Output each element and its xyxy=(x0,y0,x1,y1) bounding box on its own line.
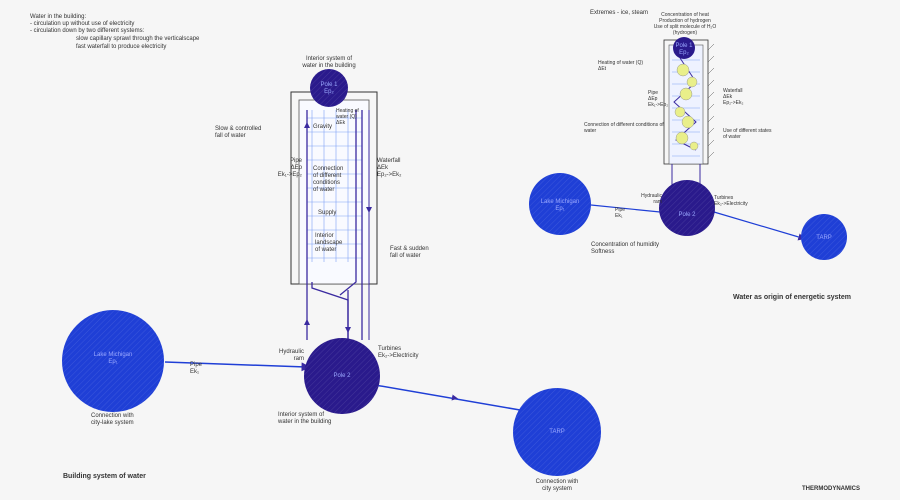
brand-footer: THERMODYNAMICS xyxy=(802,486,860,492)
label-slow-fall: Slow & controlled fall of water xyxy=(215,126,262,139)
label-pole2: Pole 2 xyxy=(333,373,351,379)
label-interior-top: Interior system of water in the building xyxy=(302,56,356,69)
label-hydraulic: Hydraulic ram xyxy=(278,349,304,362)
label-connection-right: Connection of different conditions of wa… xyxy=(584,122,664,134)
line-pole2-to-tarp xyxy=(374,384,521,411)
label-supply: Supply xyxy=(318,210,337,216)
right-title: Water as origin of energetic system xyxy=(733,294,851,301)
label-conn-city-lake: Connection with city-lake system xyxy=(91,413,134,426)
label-lake-right: Lake Michigan Ep₁ xyxy=(540,199,580,212)
label-interior-landscape: Interior landscape of water xyxy=(315,233,343,253)
label-pole1: Pole 1 Ep₂ xyxy=(320,82,338,95)
label-heating: Heating of water (Q) ΔEk xyxy=(336,108,359,126)
intro-line-2: - circulation up without use of electric… xyxy=(30,21,135,27)
label-pole1-right: Pole 1 Ep₂ xyxy=(675,43,693,56)
state-nodes xyxy=(674,63,699,151)
intro-line-4: slow capillary sprawl through the vertic… xyxy=(76,36,200,42)
label-connection: Connection of different conditions of wa… xyxy=(313,166,344,193)
label-gravity: Gravity xyxy=(313,124,333,130)
label-waterfall-right: Waterfall ΔEk Ep₂->Ek₂ xyxy=(723,88,744,106)
pipe-lake-to-pole2 xyxy=(164,361,311,372)
intro-line-1: Water in the building: xyxy=(30,14,87,20)
label-heating-right: Heating of water (Q) ΔEt xyxy=(598,60,644,72)
line-pole2-to-tarp-right xyxy=(713,211,806,241)
pole1-right-circle xyxy=(673,37,695,59)
intro-line-3: - circulation down by two different syst… xyxy=(30,28,145,34)
label-turbines-right: Turbines Ek₂->Electricity xyxy=(714,195,748,207)
label-turbines: Turbines Ek₂->Electricity xyxy=(378,346,419,359)
intro-line-5: fast waterfall to produce electricity xyxy=(76,44,167,50)
label-hydraulic-right: Hydraulic ram xyxy=(641,193,662,205)
label-pipe-right: Pipe ΔEp Ek₁->Ep₂ xyxy=(648,90,669,108)
label-conn-city: Connection with city system xyxy=(535,479,579,492)
label-tarp-right: TARP xyxy=(816,235,832,241)
label-extremes: Extremes - ice, steam xyxy=(590,10,649,16)
label-humidity: Concentration of humidity Softness xyxy=(591,242,660,255)
label-pipe2-right: Pipe Ek₁ xyxy=(615,207,626,219)
label-pipe: Pipe ΔEp Ek₁->Ep₂ xyxy=(277,158,302,178)
label-waterfall: Waterfall ΔEk Ep₂->Ek₂ xyxy=(377,158,402,178)
label-pole2-right: Pole 2 xyxy=(678,212,696,218)
label-pipe2: Pipe Ek₁ xyxy=(190,362,203,375)
tower-floors xyxy=(307,110,362,262)
label-interior-bottom: Interior system of water in the building xyxy=(278,412,332,425)
label-concentration-heat: Concentration of heat Production of hydr… xyxy=(653,12,717,36)
left-title: Building system of water xyxy=(63,473,146,480)
label-lake: Lake Michigan Ep₁ xyxy=(93,352,133,365)
pipe-lake-to-pole2-right xyxy=(590,204,661,213)
label-fast-fall: Fast & sudden fall of water xyxy=(390,246,429,259)
label-states-right: Use of different states of water xyxy=(723,128,772,140)
tower-inner xyxy=(298,99,370,285)
label-tarp: TARP xyxy=(549,429,565,435)
